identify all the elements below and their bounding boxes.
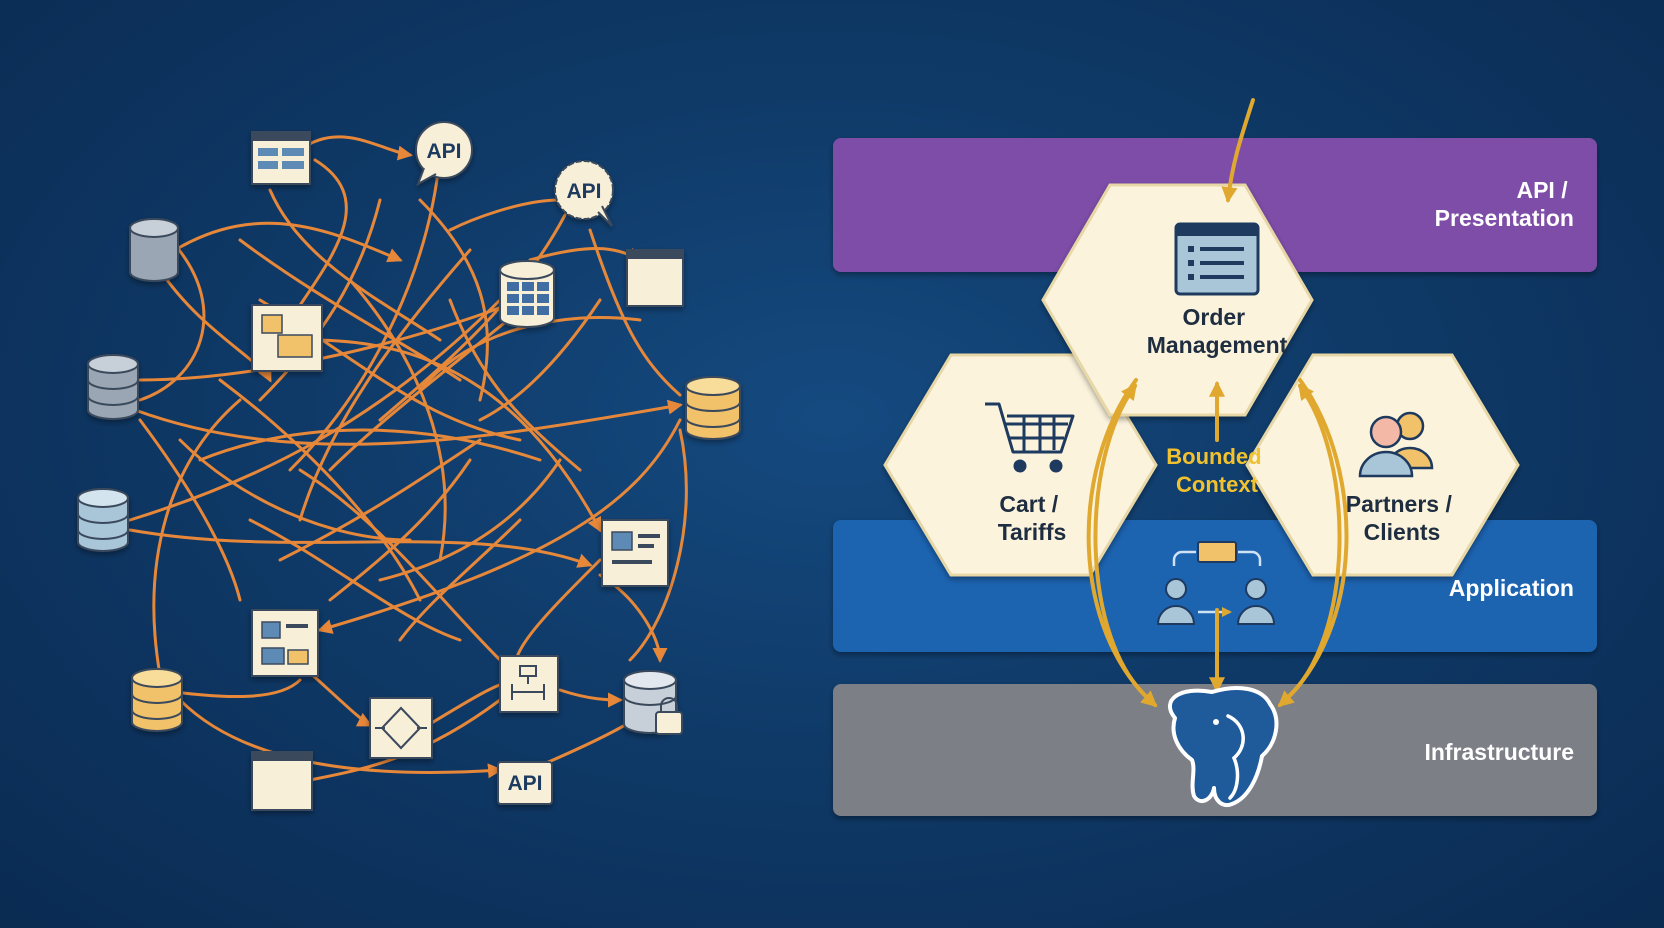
cart-icon xyxy=(985,402,1075,473)
database-icon xyxy=(129,218,179,282)
process-flow-icon xyxy=(1156,541,1276,625)
api-bubble-icon: API xyxy=(415,121,473,187)
spaghetti-network: API API API xyxy=(77,121,741,811)
window-icon xyxy=(626,249,684,307)
hex-label-partners-clients: Partners / Clients xyxy=(1346,491,1459,545)
spaghetti-connections xyxy=(128,135,688,782)
workflow-icon xyxy=(369,697,433,759)
bounded-context-label: Bounded Context xyxy=(1166,444,1267,497)
hex-label-cart-tariffs: Cart / Tariffs xyxy=(998,491,1067,545)
api-box-icon: API xyxy=(497,761,553,805)
dependency-arrows xyxy=(1086,98,1349,708)
lock-icon xyxy=(655,697,683,735)
document-icon xyxy=(251,304,323,372)
layered-architecture: API / Presentation Application Infrastru… xyxy=(833,98,1597,816)
table-database-icon xyxy=(499,260,555,328)
database-icon xyxy=(685,376,741,440)
window-list-icon xyxy=(1174,222,1260,296)
postgresql-elephant-icon xyxy=(1167,686,1279,807)
api-label: API xyxy=(507,772,542,795)
database-icon xyxy=(87,354,139,420)
hex-label-order-management: Order Management xyxy=(1147,304,1288,358)
document-icon xyxy=(601,519,669,587)
window-icon xyxy=(251,131,311,185)
workflow-icon xyxy=(499,655,559,713)
api-label: API xyxy=(426,140,461,163)
people-icon xyxy=(1358,411,1434,478)
database-icon xyxy=(77,488,129,552)
database-icon xyxy=(131,668,183,732)
layer-label-application: Application xyxy=(1449,575,1574,601)
window-icon xyxy=(251,751,313,811)
api-bubble-icon: API xyxy=(554,160,614,227)
layer-label-api-presentation: API / Presentation xyxy=(1435,177,1574,231)
layer-label-infrastructure: Infrastructure xyxy=(1424,739,1574,765)
api-label: API xyxy=(566,180,601,203)
document-icon xyxy=(251,609,319,677)
